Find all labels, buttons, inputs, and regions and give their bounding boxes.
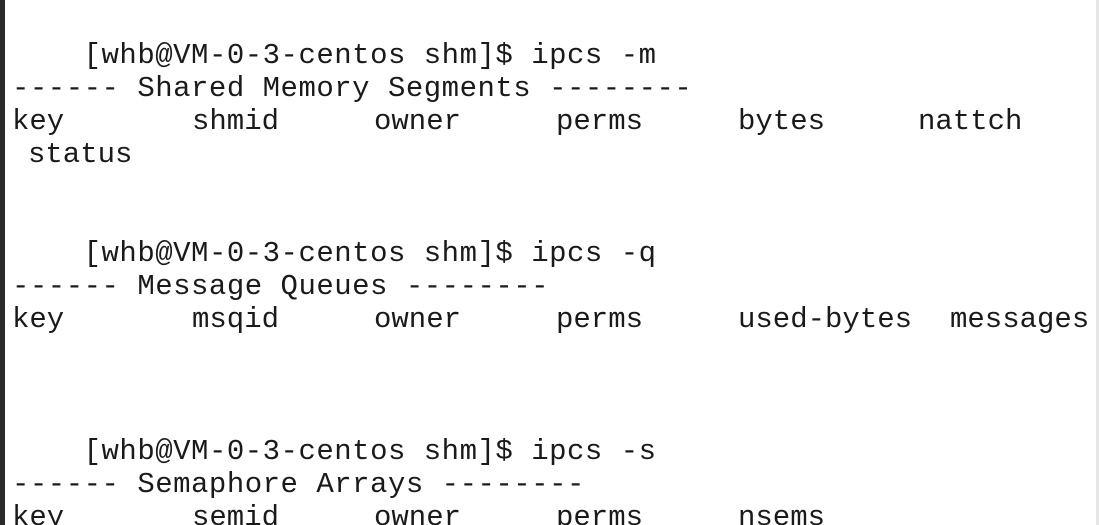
msg-col-messages: messages: [950, 303, 1090, 336]
window-left-border: [0, 0, 5, 525]
msg-col-used-bytes: used-bytes: [738, 303, 913, 336]
sem-col-perms: perms: [556, 501, 644, 525]
command-text: ipcs -m: [531, 39, 657, 72]
shm-col-status: status: [28, 138, 133, 171]
command-line-msg: [whb@VM-0-3-centos shm]$ ipcs -q: [12, 204, 657, 303]
msg-col-owner: owner: [374, 303, 462, 336]
command-line-shm: [whb@VM-0-3-centos shm]$ ipcs -m: [12, 6, 657, 105]
msg-col-perms: perms: [556, 303, 644, 336]
sem-col-key: key: [12, 501, 65, 525]
shell-prompt: [whb@VM-0-3-centos shm]$: [83, 435, 514, 468]
msg-section-header: ------ Message Queues --------: [12, 270, 550, 303]
sem-col-owner: owner: [374, 501, 462, 525]
sem-col-nsems: nsems: [738, 501, 826, 525]
window-right-border: [1096, 0, 1099, 525]
shell-prompt: [whb@VM-0-3-centos shm]$: [83, 237, 514, 270]
shm-col-nattch: nattch: [918, 105, 1023, 138]
msg-col-key: key: [12, 303, 65, 336]
shm-col-shmid: shmid: [192, 105, 280, 138]
sem-col-semid: semid: [192, 501, 280, 525]
msg-col-msqid: msqid: [192, 303, 280, 336]
command-text: ipcs -q: [531, 237, 657, 270]
shm-col-owner: owner: [374, 105, 462, 138]
shm-col-key: key: [12, 105, 65, 138]
command-line-sem: [whb@VM-0-3-centos shm]$ ipcs -s: [12, 402, 657, 501]
command-text: ipcs -s: [531, 435, 657, 468]
shell-prompt: [whb@VM-0-3-centos shm]$: [83, 39, 514, 72]
shm-col-perms: perms: [556, 105, 644, 138]
shm-col-bytes: bytes: [738, 105, 826, 138]
sem-section-header: ------ Semaphore Arrays --------: [12, 468, 585, 501]
shm-section-header: ------ Shared Memory Segments --------: [12, 72, 693, 105]
